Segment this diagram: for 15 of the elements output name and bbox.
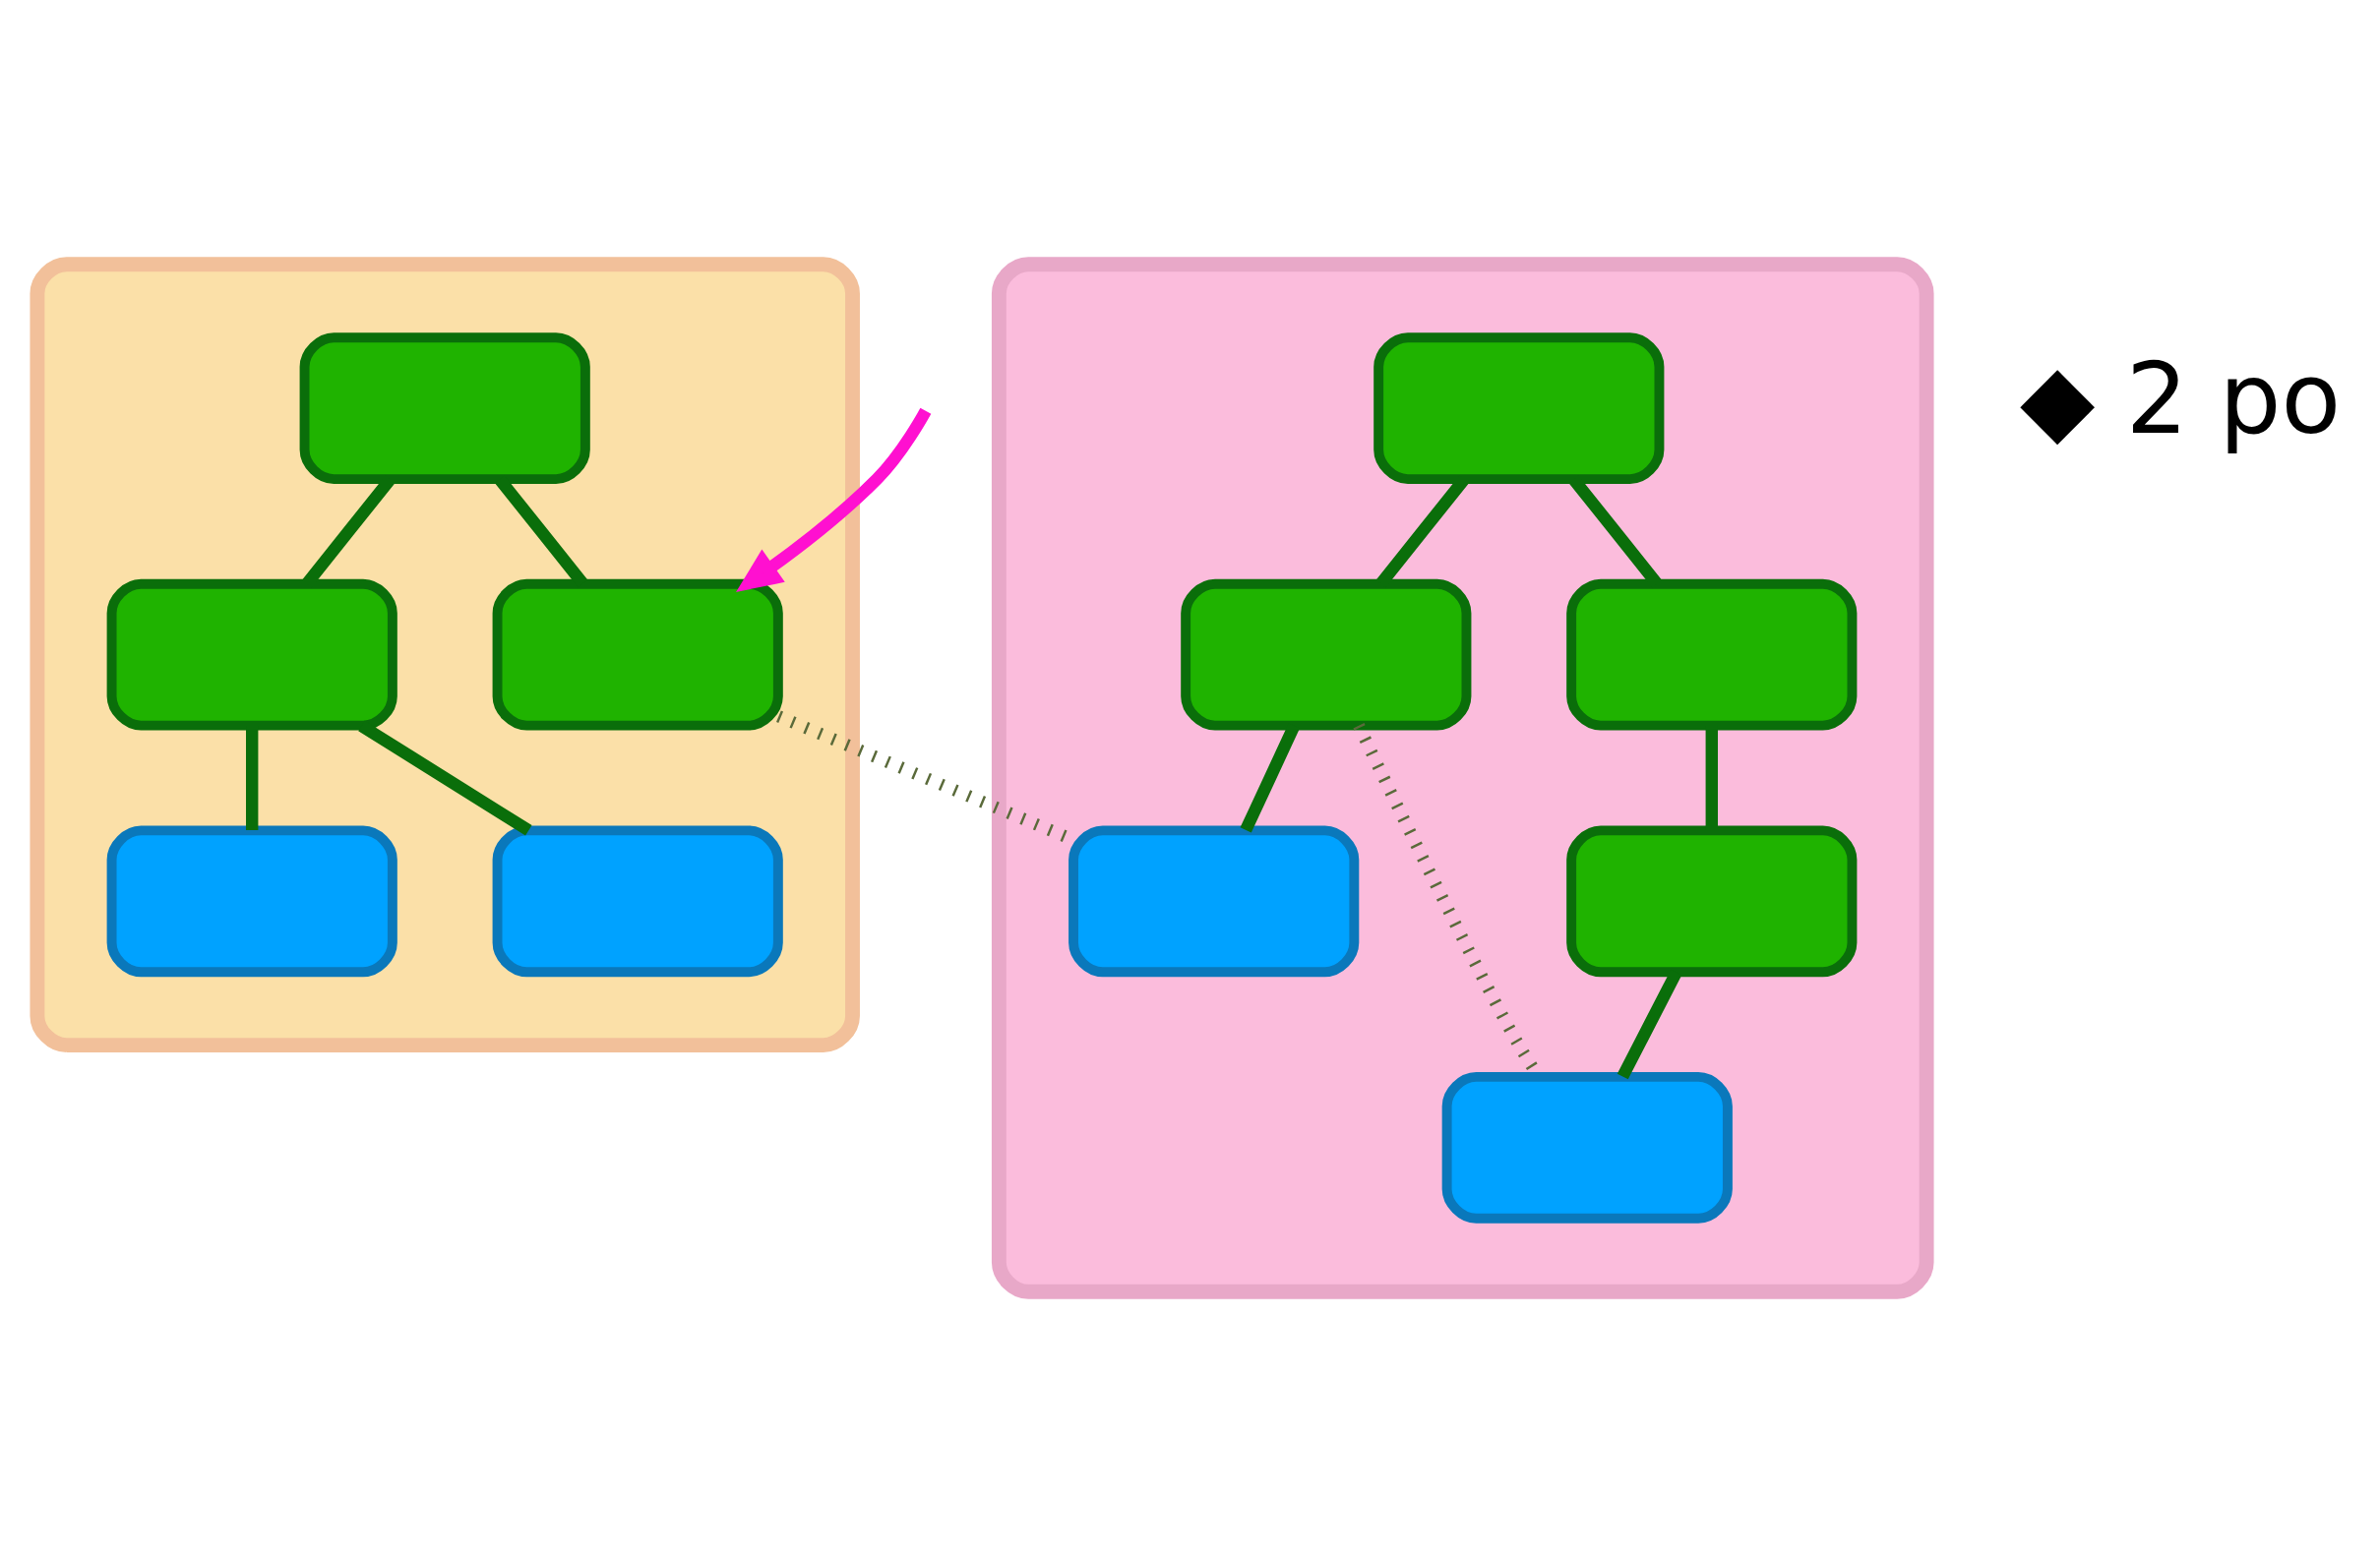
cluster xyxy=(991,257,1934,1299)
cluster xyxy=(30,257,860,1053)
node-box xyxy=(299,332,590,485)
arrow xyxy=(736,407,932,592)
node-box xyxy=(106,578,397,731)
node-box xyxy=(1566,825,1858,978)
node-box xyxy=(1566,578,1858,731)
node-box xyxy=(1068,825,1360,978)
node-box xyxy=(1181,578,1472,731)
node-box xyxy=(1373,332,1665,485)
node-box xyxy=(1441,1071,1733,1224)
node-box xyxy=(492,578,783,731)
label: ◆ 2 po xyxy=(2020,341,2342,455)
node-box xyxy=(106,825,397,978)
node-box xyxy=(492,825,783,978)
